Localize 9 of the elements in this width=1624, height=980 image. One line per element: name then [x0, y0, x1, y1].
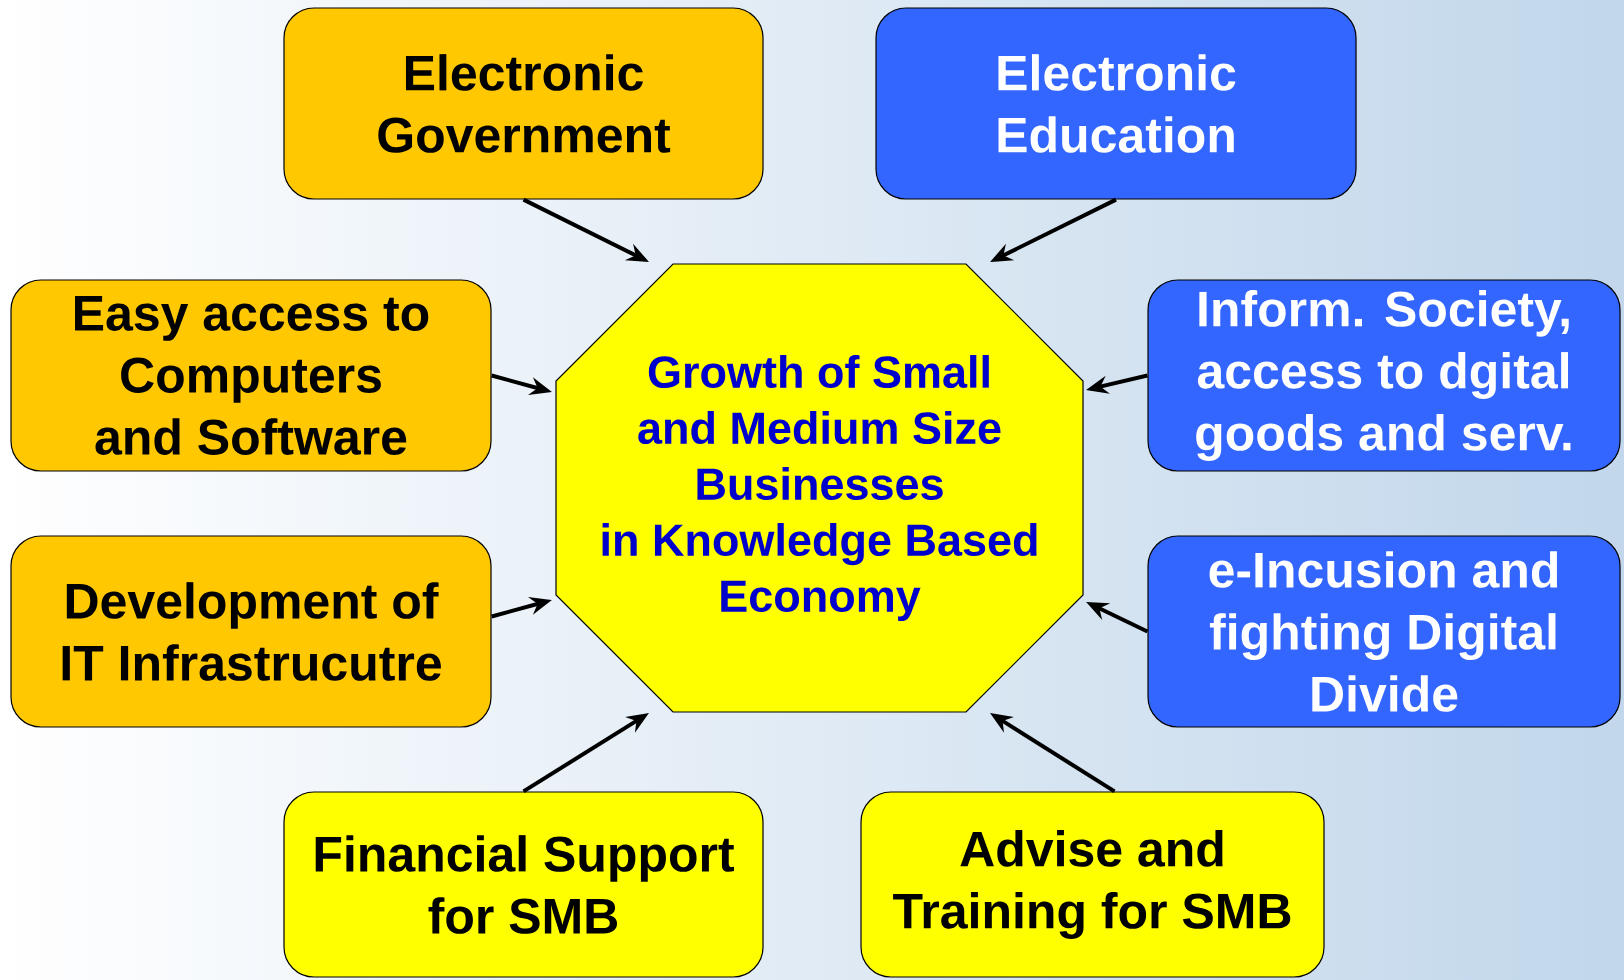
rounded-box: Development of IT Infrastrucutre — [10, 535, 492, 728]
rounded-box: Inform. Society, access to dgital goods and serv. — [1147, 279, 1621, 472]
rounded-box: Electronic Education — [875, 7, 1357, 200]
rounded-box: Advise and Training for SMB — [860, 791, 1325, 978]
rounded-box: Electronic Government — [283, 7, 764, 200]
rounded-box: Easy access to Computers and Software — [10, 279, 492, 472]
rounded-box: e-Incusion and fighting Digital Divide — [1147, 535, 1621, 728]
octagon: Growth of Small and Medium Size Businesses in Knowledge Based Economy — [555, 263, 1084, 713]
rounded-box: Financial Support for SMB — [283, 791, 764, 978]
